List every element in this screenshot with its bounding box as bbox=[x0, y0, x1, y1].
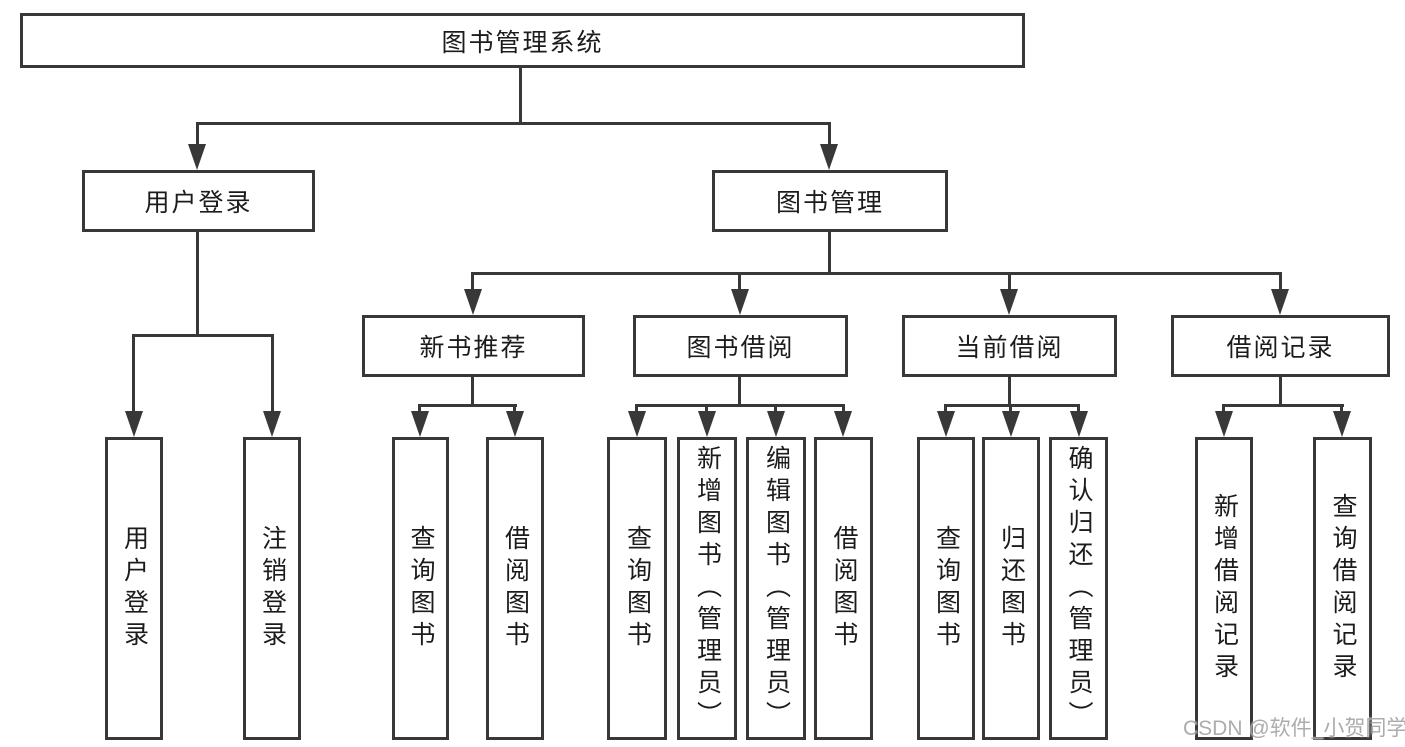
connector bbox=[196, 122, 199, 148]
connector bbox=[738, 375, 741, 407]
arrow-down-icon bbox=[834, 411, 852, 437]
connector bbox=[1279, 375, 1282, 407]
connector bbox=[132, 334, 135, 416]
connector bbox=[1279, 272, 1282, 298]
node-user-login-group: 用户登录 bbox=[82, 170, 315, 232]
arrow-down-icon bbox=[628, 411, 646, 437]
arrow-down-icon bbox=[731, 289, 749, 315]
arrow-down-icon bbox=[1271, 289, 1289, 315]
node-book-management: 图书管理 bbox=[712, 170, 948, 232]
leaf-query-books-2: 查询图书 bbox=[607, 437, 667, 740]
connector bbox=[471, 272, 1281, 275]
arrow-down-icon bbox=[506, 411, 524, 437]
connector bbox=[271, 334, 274, 416]
leaf-query-books-1: 查询图书 bbox=[392, 437, 449, 740]
arrow-down-icon bbox=[1070, 411, 1088, 437]
node-new-book-recommend: 新书推荐 bbox=[362, 315, 585, 377]
arrow-down-icon bbox=[937, 411, 955, 437]
arrow-down-icon bbox=[820, 144, 838, 170]
connector bbox=[519, 66, 522, 125]
leaf-user-login: 用户登录 bbox=[105, 437, 163, 740]
connector bbox=[132, 334, 274, 337]
csdn-watermark: CSDN @软件_小贺同学 bbox=[1183, 717, 1405, 740]
node-current-borrow: 当前借阅 bbox=[902, 315, 1117, 377]
node-book-borrow: 图书借阅 bbox=[633, 315, 848, 377]
leaf-return-books: 归还图书 bbox=[982, 437, 1040, 740]
node-borrow-records: 借阅记录 bbox=[1171, 315, 1390, 377]
connector bbox=[738, 272, 741, 298]
connector bbox=[418, 404, 517, 407]
leaf-add-books-admin: 新增图书（管理员） bbox=[677, 437, 737, 740]
connector bbox=[196, 230, 199, 337]
connector bbox=[1008, 375, 1011, 407]
arrow-down-icon bbox=[1000, 289, 1018, 315]
leaf-add-borrow-record: 新增借阅记录 bbox=[1195, 437, 1253, 740]
arrow-down-icon bbox=[125, 411, 143, 437]
connector bbox=[828, 122, 831, 148]
arrow-down-icon bbox=[464, 289, 482, 315]
connector bbox=[1008, 272, 1011, 298]
arrow-down-icon bbox=[767, 411, 785, 437]
connector bbox=[828, 230, 831, 275]
arrow-down-icon bbox=[411, 411, 429, 437]
leaf-borrow-books-1: 借阅图书 bbox=[486, 437, 544, 740]
arrow-down-icon bbox=[698, 411, 716, 437]
arrow-down-icon bbox=[263, 411, 281, 437]
leaf-query-books-3: 查询图书 bbox=[917, 437, 975, 740]
arrow-down-icon bbox=[1333, 411, 1351, 437]
connector bbox=[635, 404, 845, 407]
connector bbox=[471, 375, 474, 407]
arrow-down-icon bbox=[188, 144, 206, 170]
leaf-query-borrow-record: 查询借阅记录 bbox=[1313, 437, 1372, 740]
connector bbox=[944, 404, 1080, 407]
leaf-borrow-books-2: 借阅图书 bbox=[814, 437, 873, 740]
leaf-logout: 注销登录 bbox=[243, 437, 301, 740]
leaf-confirm-return-admin: 确认归还（管理员） bbox=[1049, 437, 1108, 740]
connector bbox=[196, 122, 831, 125]
leaf-edit-books-admin: 编辑图书（管理员） bbox=[746, 437, 806, 740]
connector bbox=[471, 272, 474, 298]
node-root: 图书管理系统 bbox=[20, 13, 1025, 68]
arrow-down-icon bbox=[1002, 411, 1020, 437]
arrow-down-icon bbox=[1215, 411, 1233, 437]
connector bbox=[1222, 404, 1344, 407]
